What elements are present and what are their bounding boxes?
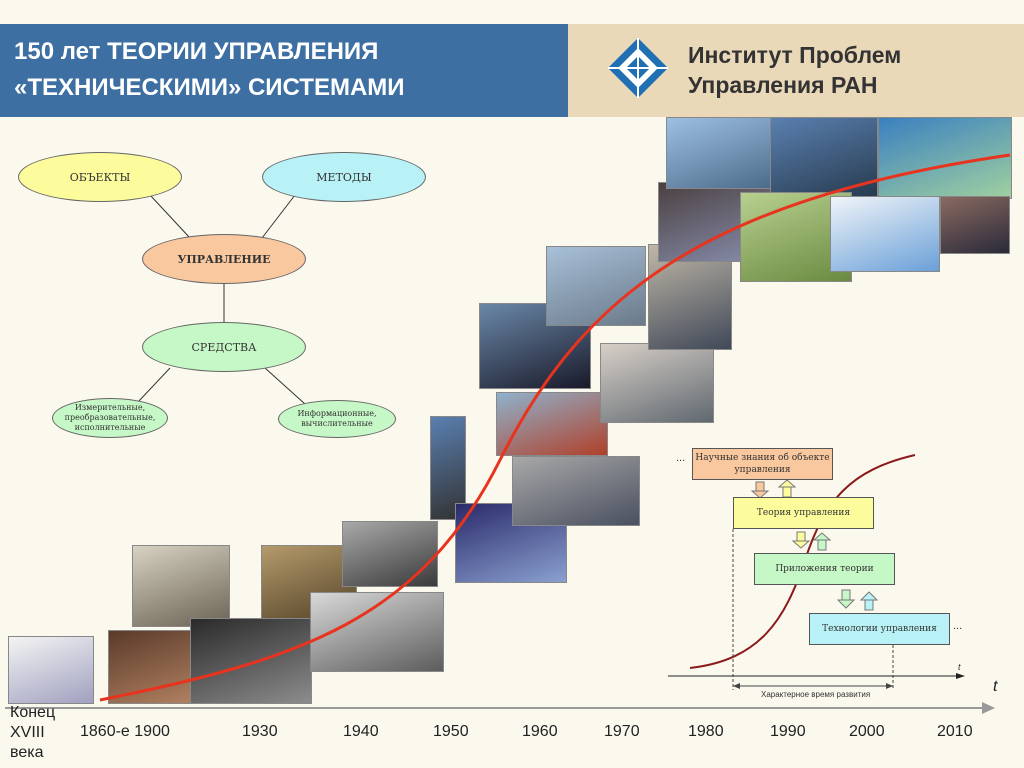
- inset-ellipsis-left: ...: [676, 452, 686, 464]
- org-name-line-1: Институт Проблем: [688, 42, 902, 68]
- axis-t-label: t: [993, 678, 998, 695]
- down-arrow-icon: [836, 589, 856, 609]
- inset-t-label: t: [958, 662, 961, 672]
- timeline-label: 1990: [770, 723, 806, 740]
- means-node: СРЕДСТВА: [142, 322, 306, 372]
- computer-network-photo: [830, 196, 940, 272]
- timeline-start-label: Конец XVIII века: [10, 704, 56, 761]
- refinery-photo: [512, 456, 640, 526]
- up-arrow-icon: [812, 532, 832, 551]
- timeline-label: 1950: [433, 723, 469, 740]
- control-room-photo: [600, 343, 714, 423]
- timeline-label: 1980: [688, 723, 724, 740]
- satellite-photo: [940, 196, 1010, 254]
- watt-governor-photo: [8, 636, 94, 704]
- development-time-label: Характерное время развития: [761, 690, 871, 699]
- title-banner: 150 лет ТЕОРИИ УПРАВЛЕНИЯ «ТЕХНИЧЕСКИМИ»…: [0, 24, 568, 117]
- org-name-line-2: Управления РАН: [688, 72, 878, 98]
- growth-curve: [99, 153, 1011, 702]
- power-plant-photo: [666, 117, 778, 189]
- tanker-photo: [496, 392, 608, 456]
- theory-applications-box: Приложения теории: [754, 553, 895, 585]
- up-arrow-icon: [859, 591, 879, 611]
- information-means-node: Информационные, вычислительные: [278, 400, 396, 438]
- jet-fighter-photo: [546, 246, 646, 326]
- inset-ellipsis-right: ...: [953, 620, 963, 632]
- title-line-2: «ТЕХНИЧЕСКИМИ» СИСТЕМАМИ: [14, 74, 405, 101]
- timeline-arrow-icon: [982, 702, 995, 714]
- down-arrow-icon: [791, 531, 811, 549]
- scientific-knowledge-box: Научные знания об объекте управления: [692, 448, 833, 480]
- methods-node: МЕТОДЫ: [262, 152, 426, 202]
- timeline-label: 2010: [937, 723, 973, 740]
- timeline-label: 1970: [604, 723, 640, 740]
- locomotive-photo: [108, 630, 192, 704]
- timeline-label: 2000: [849, 723, 885, 740]
- control-technologies-box: Технологии управления: [809, 613, 950, 645]
- katyusha-photo: [342, 521, 438, 587]
- ipu-ran-logo-icon: [608, 38, 668, 98]
- control-theory-box: Теория управления: [733, 497, 874, 529]
- objects-node: ОБЪЕКТЫ: [18, 152, 182, 202]
- control-node: УПРАВЛЕНИЕ: [142, 234, 306, 284]
- timeline-label: 1960: [522, 723, 558, 740]
- measuring-means-node: Измерительные, преобразовательные, испол…: [52, 398, 168, 438]
- title-line-1: 150 лет ТЕОРИИ УПРАВЛЕНИЯ: [14, 38, 379, 65]
- timeline-label: 1940: [343, 723, 379, 740]
- up-arrow-icon: [777, 479, 797, 498]
- factory-photo: [190, 618, 312, 704]
- timeline-label: 1860-е 1900: [80, 723, 170, 740]
- timeline-label: 1930: [242, 723, 278, 740]
- rocket-photo: [430, 416, 466, 520]
- org-banner: Институт Проблем Управления РАН: [568, 24, 1024, 117]
- down-arrow-icon: [750, 481, 770, 499]
- radio-antenna-photo: [132, 545, 230, 627]
